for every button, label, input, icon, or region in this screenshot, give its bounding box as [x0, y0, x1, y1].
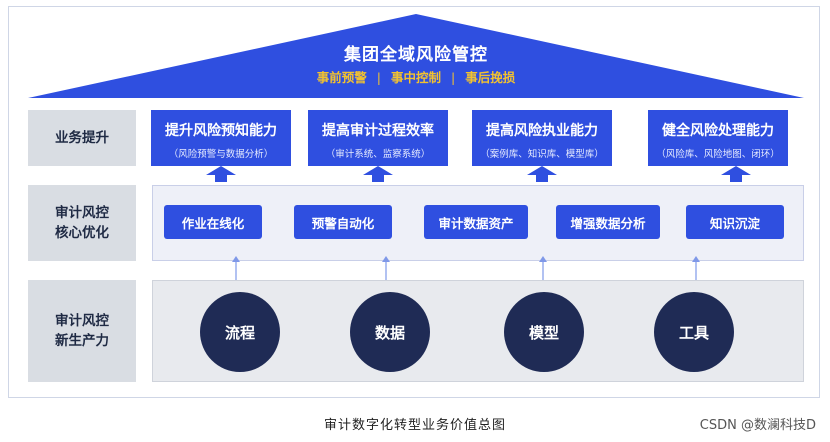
core-item: 预警自动化	[294, 205, 392, 239]
up-arrow-icon	[363, 166, 393, 182]
roof-sub-item: 事后挽损	[465, 70, 516, 85]
capability-title: 提高审计过程效率	[322, 123, 434, 139]
row-label-line: 新生产力	[55, 333, 109, 349]
row-label-core: 审计风控 核心优化	[28, 185, 136, 261]
roof-subtitle: 事前预警 | 事中控制 | 事后挽损	[28, 67, 804, 86]
capability-subtitle: （审计系统、监察系统）	[325, 149, 431, 160]
roof-separator: |	[376, 70, 381, 85]
row-label-productivity: 审计风控 新生产力	[28, 280, 136, 382]
productivity-circle: 工具	[654, 292, 734, 372]
core-item: 知识沉淀	[686, 205, 784, 239]
capability-box: 提高风险执业能力 （案例库、知识库、模型库）	[472, 110, 612, 166]
core-item: 审计数据资产	[424, 205, 528, 239]
row-label-line: 审计风控	[55, 313, 109, 329]
core-item: 作业在线化	[164, 205, 262, 239]
row-label-line: 核心优化	[55, 225, 109, 241]
capability-subtitle: （风险预警与数据分析）	[168, 149, 274, 160]
thin-up-arrow-icon	[382, 256, 390, 282]
roof-title: 集团全域风险管控	[344, 45, 488, 65]
thin-up-arrow-icon	[692, 256, 700, 282]
capability-title: 健全风险处理能力	[662, 123, 774, 139]
productivity-circle: 模型	[504, 292, 584, 372]
up-arrow-icon	[721, 166, 751, 182]
productivity-circle: 数据	[350, 292, 430, 372]
capability-title: 提高风险执业能力	[486, 123, 598, 139]
capability-box: 健全风险处理能力 （风险库、风险地图、闭环）	[648, 110, 788, 166]
capability-title: 提升风险预知能力	[165, 123, 277, 139]
row-label-line: 业务提升	[55, 130, 109, 146]
row-label-line: 审计风控	[55, 205, 109, 221]
figure-caption: 审计数字化转型业务价值总图	[323, 418, 506, 433]
roof-sub-item: 事中控制	[390, 70, 441, 85]
roof-shape	[28, 14, 804, 98]
roof-separator: |	[451, 70, 456, 85]
capability-box: 提升风险预知能力 （风险预警与数据分析）	[151, 110, 291, 166]
core-item: 增强数据分析	[556, 205, 660, 239]
row-label-business: 业务提升	[28, 110, 136, 166]
thin-up-arrow-icon	[232, 256, 240, 282]
up-arrow-icon	[527, 166, 557, 182]
productivity-circle: 流程	[200, 292, 280, 372]
capability-box: 提高审计过程效率 （审计系统、监察系统）	[308, 110, 448, 166]
up-arrow-icon	[206, 166, 236, 182]
capability-subtitle: （风险库、风险地图、闭环）	[656, 149, 780, 160]
roof-sub-item: 事前预警	[316, 70, 367, 85]
watermark: CSDN @数澜科技D	[699, 418, 816, 433]
capability-subtitle: （案例库、知识库、模型库）	[480, 149, 604, 160]
roof: 集团全域风险管控 事前预警 | 事中控制 | 事后挽损	[28, 12, 804, 98]
thin-up-arrow-icon	[539, 256, 547, 282]
